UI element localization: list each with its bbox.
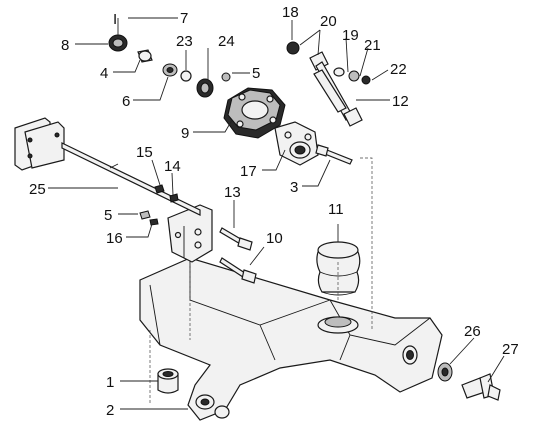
callout-9: 9	[181, 125, 189, 142]
spacer-parts	[108, 34, 231, 98]
callout-1: 1	[106, 374, 114, 391]
callout-6: 6	[122, 93, 130, 110]
callout-12: 12	[392, 93, 409, 110]
callout-7-mark: I	[113, 11, 117, 28]
callout-5-upper: 5	[252, 65, 260, 82]
swing-arm-frame	[139, 257, 443, 421]
callout-14: 14	[164, 158, 181, 175]
callout-17: 17	[240, 163, 257, 180]
axle-rod-part	[14, 117, 201, 216]
hex-damper-part	[223, 87, 286, 139]
cup-plate-part	[317, 316, 359, 334]
shock-absorber-part	[286, 41, 371, 127]
callout-27: 27	[502, 341, 519, 358]
callout-11: 11	[328, 201, 344, 218]
callout-10: 10	[266, 230, 283, 247]
pivot-bracket-part	[167, 204, 213, 263]
callout-2: 2	[106, 402, 114, 419]
callout-18: 18	[282, 4, 299, 21]
nut-small-parts	[139, 184, 179, 226]
callout-8: 8	[61, 37, 69, 54]
callout-20: 20	[320, 13, 337, 30]
leader-lines	[48, 17, 505, 410]
callout-21: 21	[364, 37, 381, 54]
callout-5-lower: 5	[104, 207, 112, 224]
callout-24: 24	[218, 33, 235, 50]
bushing-part	[157, 368, 179, 394]
callout-23: 23	[176, 33, 193, 50]
callout-3: 3	[290, 179, 298, 196]
callout-26: 26	[464, 323, 481, 340]
stub-axle-part	[437, 362, 501, 401]
callout-4: 4	[100, 65, 108, 82]
callout-19: 19	[342, 27, 359, 44]
callout-22: 22	[390, 61, 407, 78]
callout-labels: I 7 8 4 23 24 5 6 9 18 20 19 21 22 12 17…	[29, 4, 519, 419]
callout-25: 25	[29, 181, 46, 198]
callout-16: 16	[106, 230, 123, 247]
bolts-13-10	[219, 227, 257, 284]
callout-7: 7	[180, 10, 188, 27]
bolt-3-part	[315, 144, 353, 165]
mount-bracket-part	[274, 121, 319, 166]
callout-15: 15	[136, 144, 153, 161]
callout-13: 13	[224, 184, 241, 201]
